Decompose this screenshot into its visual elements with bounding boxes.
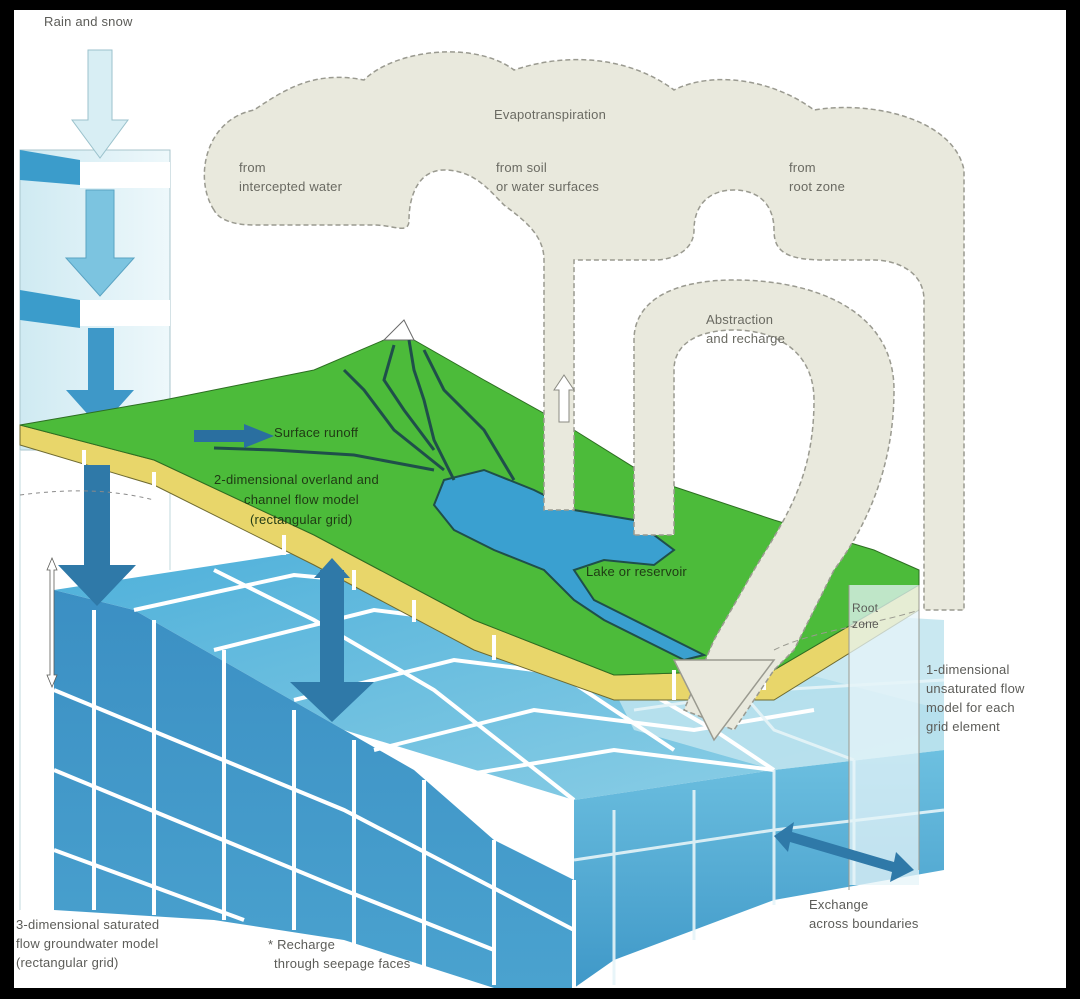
lake-shape — [432, 468, 707, 662]
river-network — [213, 339, 516, 481]
rain-arrows — [64, 49, 136, 428]
label-exchange-across-boundaries: Exchange across boundaries — [809, 897, 919, 931]
recharge-arrowhead — [672, 659, 776, 742]
label-root-zone: Root zone — [852, 601, 879, 631]
label-abstraction-recharge: Abstraction and recharge — [706, 312, 786, 346]
label-overland-channel-model: 2-dimensional overland and channel flow … — [214, 472, 379, 527]
label-lake-or-reservoir: Lake or reservoir — [586, 564, 687, 579]
rain-arrow-top — [71, 49, 129, 159]
label-surface-runoff: Surface runoff — [274, 425, 359, 440]
land-surface — [19, 319, 920, 701]
label-saturated-groundwater-model: 3-dimensional saturated flow groundwater… — [16, 917, 160, 970]
abstraction-recharge-arrow — [633, 279, 895, 731]
exchange-across-boundaries-arrow — [774, 822, 914, 882]
recharge-arrows — [46, 465, 914, 882]
exchange-up-down-arrow — [46, 556, 58, 689]
root-zone-column — [773, 585, 920, 890]
middle-arrow-up-head — [314, 558, 350, 578]
evaporation-up-arrow — [553, 374, 575, 423]
hydrological-model-diagram — [19, 49, 965, 988]
surface-runoff-arrow — [194, 424, 274, 448]
infiltration-arrow-left — [58, 465, 136, 606]
label-unsaturated-flow-model: 1-dimensional unsaturated flow model for… — [926, 662, 1025, 734]
cloud-shape — [203, 51, 965, 611]
label-from-root-zone: from root zone — [789, 160, 846, 194]
label-recharge-seepage-faces: * Recharge through seepage faces — [268, 937, 411, 971]
evapotranspiration-cloud — [203, 51, 965, 742]
label-from-intercepted-water: from intercepted water — [239, 160, 343, 194]
rain-arrow-bottom — [66, 328, 134, 428]
groundwater-front-face — [54, 590, 574, 988]
diagram-canvas: Rain and snow Evapotranspiration from in… — [14, 10, 1066, 988]
label-rain-and-snow: Rain and snow — [44, 14, 133, 29]
rain-arrow-middle — [64, 189, 136, 297]
infiltration-arrow-middle — [290, 570, 374, 722]
label-from-soil-or-water: from soil or water surfaces — [496, 160, 600, 194]
label-evapotranspiration: Evapotranspiration — [494, 107, 606, 122]
